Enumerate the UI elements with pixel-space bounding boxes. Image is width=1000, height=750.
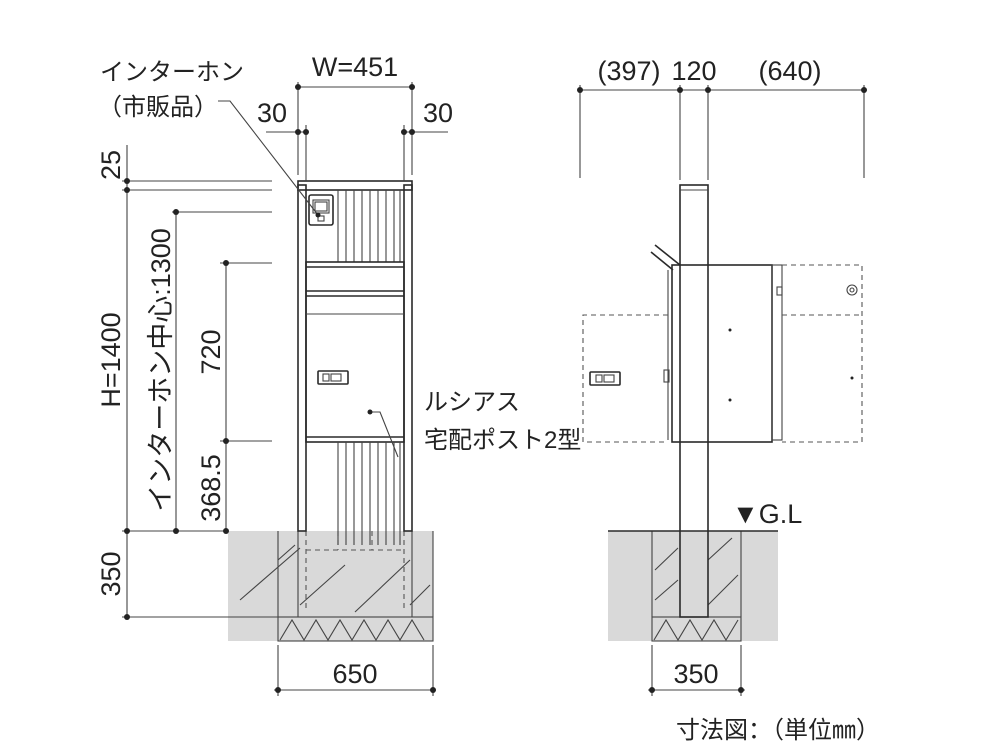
height-label: H=1400 <box>96 312 126 407</box>
front-right-post <box>403 184 413 532</box>
ground-level-label: ▼G.L <box>732 499 802 529</box>
foundation-depth-label: 350 <box>96 551 126 596</box>
intercom-label-line1: インターホン <box>100 59 244 86</box>
dim-foundation-width <box>274 645 436 696</box>
left-offset-label: 30 <box>257 98 287 128</box>
intercom-leader <box>218 100 319 216</box>
front-vertical-dims <box>124 145 229 620</box>
front-top-cap <box>297 180 413 191</box>
side-foundation-hatch <box>654 537 739 606</box>
front-upper-slats <box>337 190 401 262</box>
top-dim-label: 25 <box>96 150 126 180</box>
mailbox-label-line2: 宅配ポスト2型 <box>424 427 581 454</box>
delivery-mailbox <box>305 261 405 443</box>
intercom-center-label: インターホン中心:1300 <box>146 228 176 512</box>
intercom-unit <box>308 194 334 226</box>
side-dim-post: 120 <box>671 56 716 86</box>
front-left-post <box>297 184 307 532</box>
side-foundation-width-label: 350 <box>673 659 718 689</box>
width-label: W=451 <box>312 52 398 82</box>
foundation-width-label: 650 <box>332 659 377 689</box>
side-dim-left: (397) <box>597 56 660 86</box>
front-foundation-hatch <box>239 544 431 613</box>
front-gravel-bed <box>277 616 434 642</box>
side-dim-foundation <box>648 645 745 696</box>
side-foundation <box>608 531 778 641</box>
front-lower-slats <box>337 442 401 545</box>
side-top-dims <box>577 85 867 180</box>
side-door-open-right <box>782 264 863 443</box>
units-caption: 寸法図：（単位㎜） <box>676 717 880 744</box>
mailbox-leader <box>370 411 399 458</box>
intercom-label-line2: （市販品） <box>98 94 218 121</box>
dim-width <box>295 82 415 175</box>
dim-368-label: 368.5 <box>196 454 226 522</box>
mailbox-label-line1: ルシアス <box>424 389 520 416</box>
front-gravel-hatch <box>279 618 425 642</box>
front-view: W=451 30 30 インターホン （市販品） ルシアス 宅配ポスト2型 <box>96 52 581 696</box>
dim-720-label: 720 <box>196 329 226 374</box>
side-post <box>679 184 709 618</box>
right-offset-label: 30 <box>423 98 453 128</box>
front-foundation <box>228 531 433 641</box>
side-view: (397) 120 (640) ▼G.L 350 <box>577 56 867 696</box>
side-mailbox <box>650 244 783 443</box>
side-door-open-left <box>582 314 668 443</box>
dim-offsets <box>266 125 448 181</box>
side-dim-right: (640) <box>758 56 821 86</box>
